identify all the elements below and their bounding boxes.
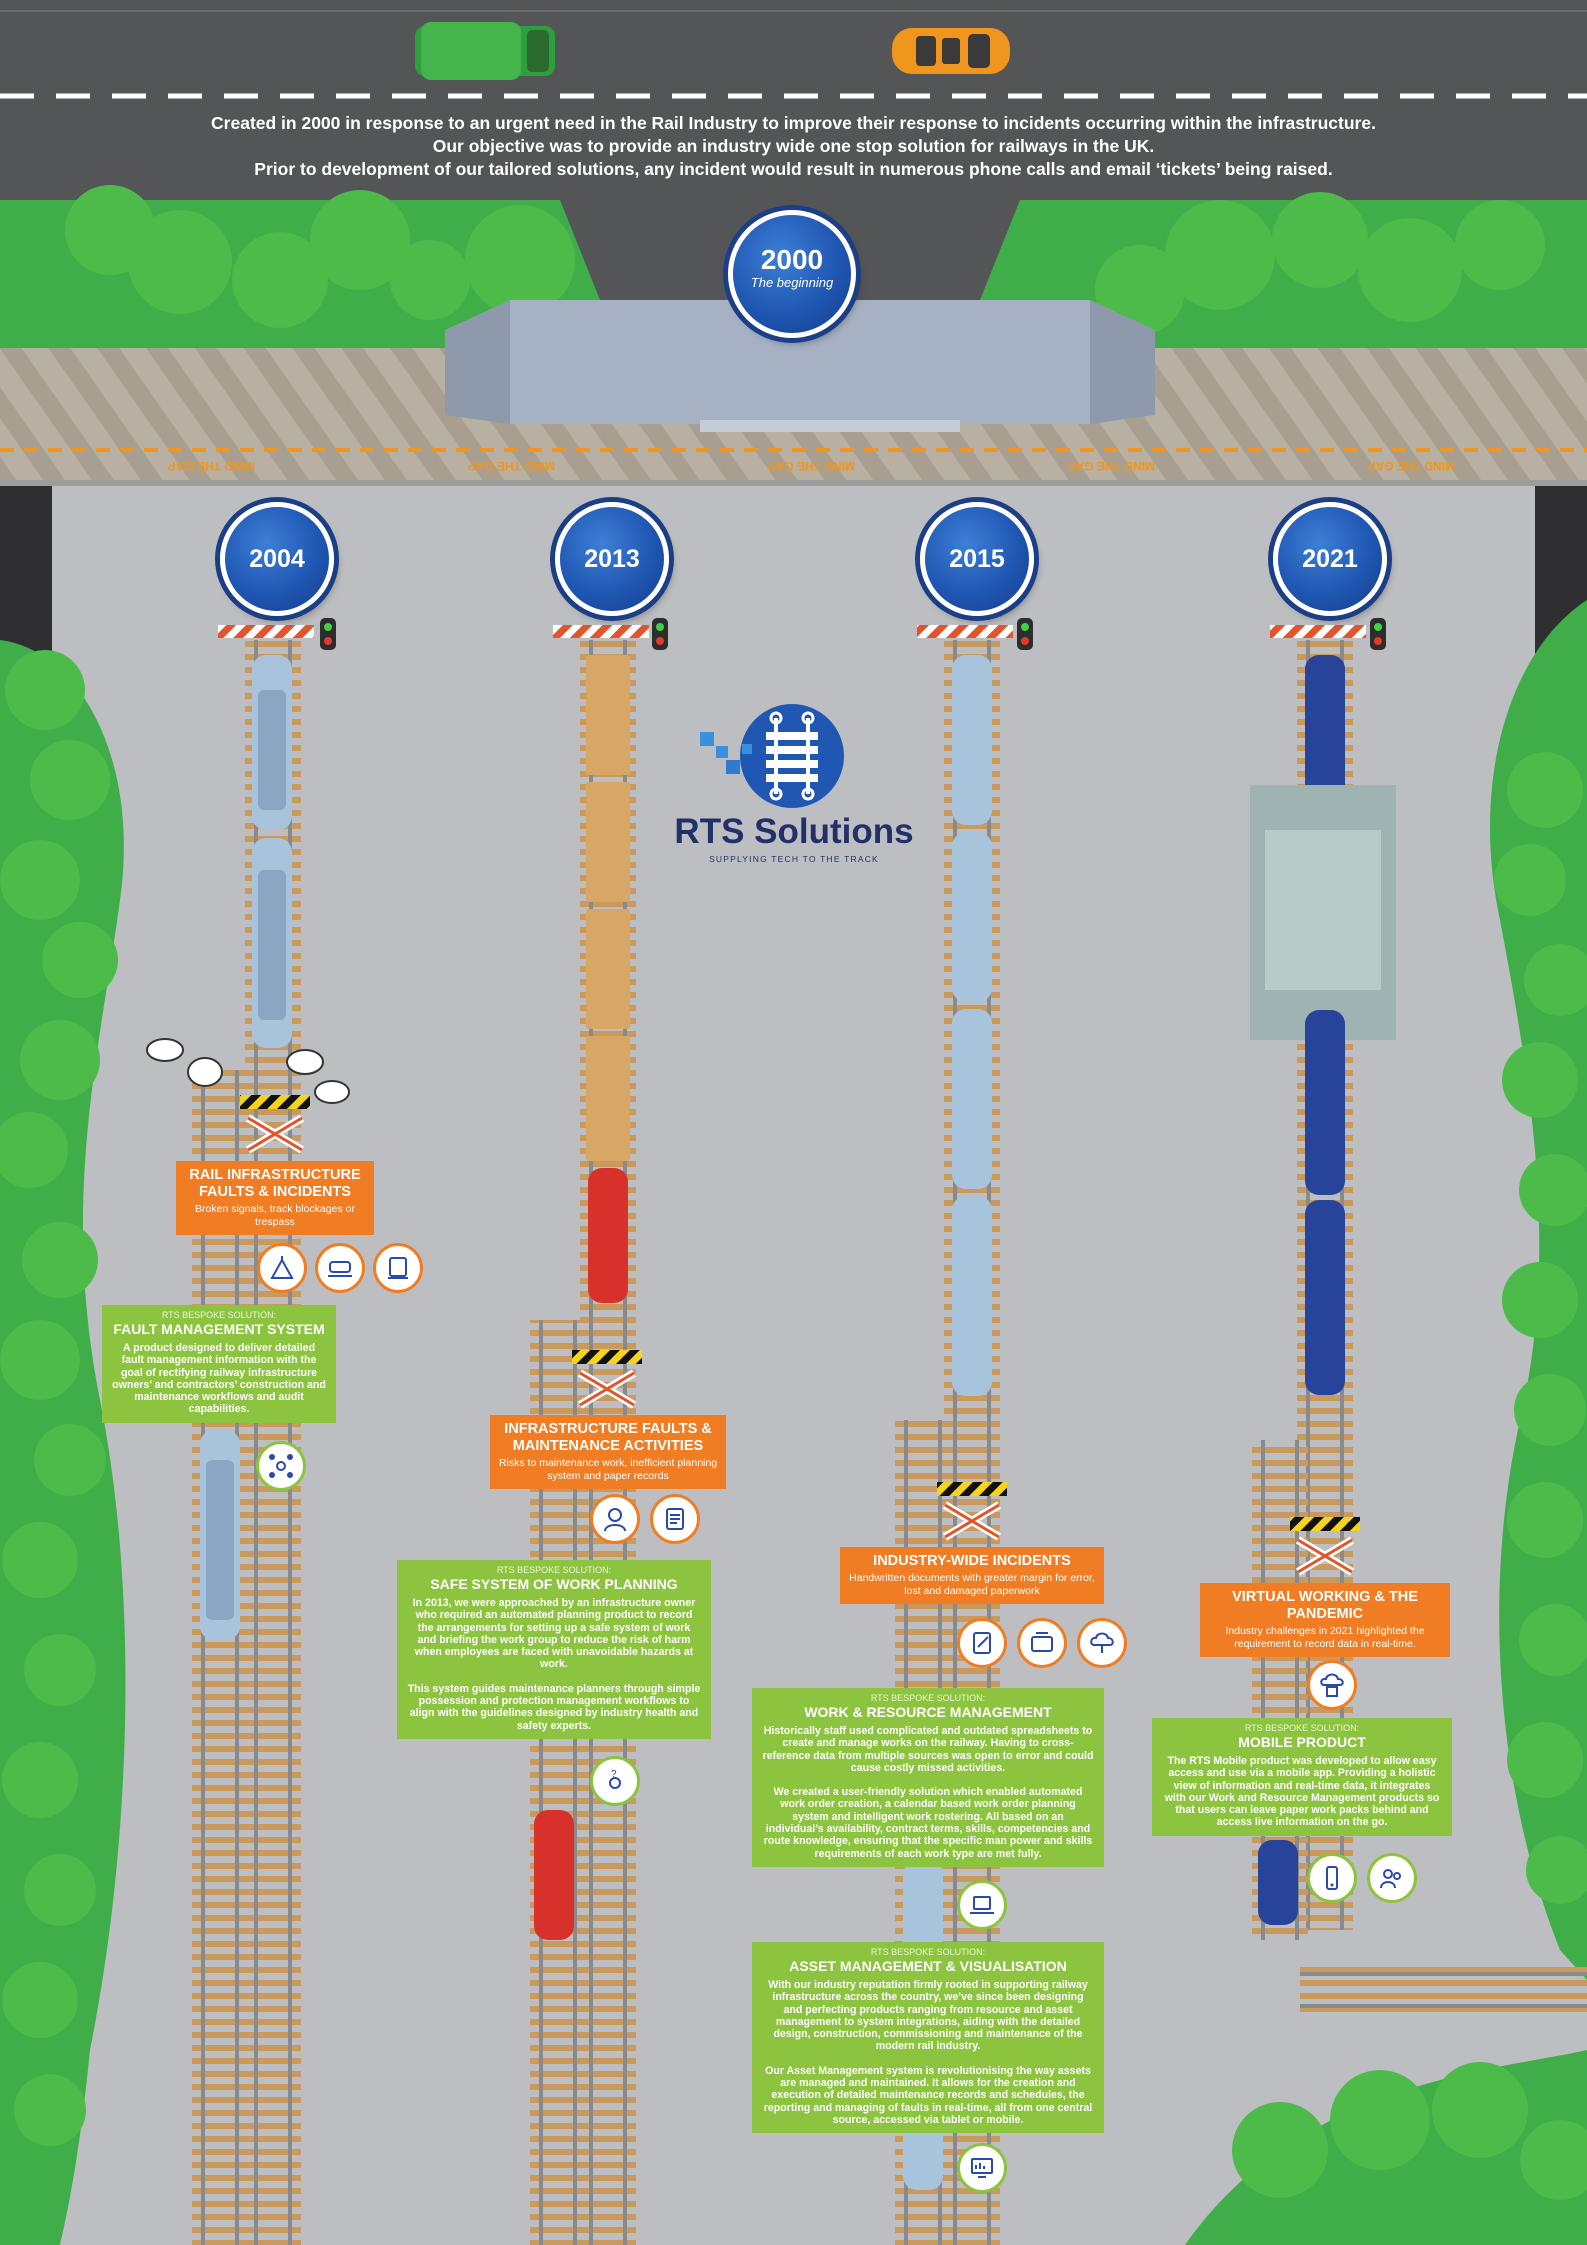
problem-title: INFRASTRUCTURE FAULTS & MAINTENANCE ACTI… (504, 1421, 712, 1454)
solution-paragraph: In 2013, we were approached by an infras… (412, 1597, 696, 1671)
logo-name: RTS Solutions (674, 812, 914, 851)
solution-paragraph: With our industry reputation firmly root… (768, 1979, 1088, 2053)
problem-title: VIRTUAL WORKING & THE PANDEMIC (1232, 1589, 1418, 1622)
milestone-year: 2013 (584, 545, 640, 573)
sheep-on-track (146, 1038, 350, 1104)
milestone-year: 2021 (1302, 545, 1358, 573)
traffic-signals (320, 618, 1386, 650)
cloud-paper-icon (1307, 1660, 1357, 1710)
damaged-paperwork-icon (1077, 1618, 1127, 1668)
problem-box-2021: VIRTUAL WORKING & THE PANDEMIC Industry … (1200, 1583, 1450, 1657)
solution-paragraph: This system guides maintenance planners … (407, 1682, 701, 1732)
network-nodes-icon (256, 1441, 306, 1491)
solution-kicker: RTS BESPOKE SOLUTION: (161, 1310, 277, 1320)
solution-box-2013: RTS BESPOKE SOLUTION: SAFE SYSTEM OF WOR… (397, 1560, 711, 1739)
milestone-2021-badge: 2021 (1273, 502, 1387, 616)
trespass-icon (373, 1243, 423, 1293)
problem-description: Industry challenges in 2021 highlighted … (1225, 1625, 1425, 1650)
green-van (415, 22, 555, 80)
laptop-icon (957, 1880, 1007, 1930)
solution-kicker: RTS BESPOKE SOLUTION: (496, 1565, 612, 1575)
worker-icon (590, 1494, 640, 1544)
intro-line: Prior to development of our tailored sol… (254, 159, 1333, 179)
intro-line: Created in 2000 in response to an urgent… (211, 113, 1376, 133)
solution-box-2021: RTS BESPOKE SOLUTION: MOBILE PRODUCT The… (1152, 1718, 1452, 1836)
handwritten-document-icon (957, 1618, 1007, 1668)
mind-gap-text: MIND THE GAP (768, 459, 855, 473)
logo-tagline: SUPPLYING TECH TO THE TRACK (709, 854, 879, 864)
orange-car (892, 28, 1010, 74)
problem-description: Risks to maintenance work, inefficient p… (498, 1457, 718, 1482)
solution-title: MOBILE PRODUCT (1238, 1734, 1366, 1750)
level-crossing-barriers (218, 625, 1366, 638)
railway-signal-icon (257, 1243, 307, 1293)
solution-paragraph: A product designed to deliver detailed f… (112, 1342, 326, 1416)
team-users-icon (1367, 1853, 1417, 1903)
intro-line: Our objective was to provide an industry… (432, 136, 1155, 156)
mind-gap-text: MIND THE GAP (1368, 459, 1455, 473)
train-2021 (1250, 655, 1396, 1925)
solution-paragraph: We created a user-friendly solution whic… (763, 1786, 1093, 1860)
paper-records-icon (650, 1494, 700, 1544)
milestone-2000-badge: 2000 The beginning (728, 210, 856, 338)
solution-box-2004: RTS BESPOKE SOLUTION: FAULT MANAGEMENT S… (102, 1305, 336, 1423)
track-blockage-icon (315, 1243, 365, 1293)
solution-kicker: RTS BESPOKE SOLUTION: (870, 1693, 986, 1703)
milestone-subtitle: The beginning (750, 275, 834, 290)
solution-title: ASSET MANAGEMENT & VISUALISATION (789, 1958, 1067, 1974)
mind-gap-text: MIND THE GAP (168, 459, 255, 473)
solution-kicker: RTS BESPOKE SOLUTION: (1244, 1723, 1360, 1733)
solution-title: FAULT MANAGEMENT SYSTEM (113, 1321, 325, 1337)
train-2004 (200, 655, 292, 1640)
solution-paragraph: Historically staff used complicated and … (762, 1725, 1094, 1774)
road (0, 0, 1587, 200)
milestone-year: 2004 (249, 545, 305, 573)
milestone-2013-badge: 2013 (555, 502, 669, 616)
dashboard-icon (957, 2143, 1007, 2193)
solution-box-2015-asset-management: RTS BESPOKE SOLUTION: ASSET MANAGEMENT &… (752, 1942, 1104, 2134)
rail-track-logo-icon (700, 704, 844, 808)
question-person-icon: ? (590, 1756, 640, 1806)
problem-description: Handwritten documents with greater margi… (849, 1572, 1095, 1597)
mind-gap-text: MIND THE GAP (468, 459, 555, 473)
rts-logo: RTS Solutions SUPPLYING TECH TO THE TRAC… (664, 702, 924, 872)
mobile-phone-icon (1307, 1853, 1357, 1903)
lost-paperwork-icon (1017, 1618, 1067, 1668)
problem-title: INDUSTRY-WIDE INCIDENTS (873, 1553, 1071, 1569)
crossing-hazard-signs (240, 1095, 1360, 1576)
mind-gap-text: MIND THE GAP (1068, 459, 1155, 473)
problem-title: RAIL INFRASTRUCTURE FAULTS & INCIDENTS (189, 1167, 361, 1200)
freight-train-2013 (534, 655, 630, 1940)
solution-paragraph: The RTS Mobile product was developed to … (1164, 1755, 1440, 1829)
milestone-2015-badge: 2015 (920, 502, 1034, 616)
problem-box-2015: INDUSTRY-WIDE INCIDENTS Handwritten docu… (840, 1547, 1104, 1604)
solution-paragraph: Our Asset Management system is revolutio… (763, 2064, 1093, 2126)
milestone-2004-badge: 2004 (220, 502, 334, 616)
svg-text:?: ? (611, 1769, 617, 1780)
milestone-year: 2015 (949, 545, 1005, 573)
problem-box-2004: RAIL INFRASTRUCTURE FAULTS & INCIDENTS B… (176, 1161, 374, 1235)
solution-title: WORK & RESOURCE MANAGEMENT (804, 1704, 1052, 1720)
problem-box-2013: INFRASTRUCTURE FAULTS & MAINTENANCE ACTI… (490, 1415, 726, 1489)
problem-description: Broken signals, track blockages or tresp… (195, 1203, 355, 1228)
solution-box-2015-work-resource: RTS BESPOKE SOLUTION: WORK & RESOURCE MA… (752, 1688, 1104, 1867)
solution-title: SAFE SYSTEM OF WORK PLANNING (430, 1576, 678, 1592)
solution-kicker: RTS BESPOKE SOLUTION: (870, 1947, 986, 1957)
milestone-year: 2000 (760, 244, 824, 275)
intro-text: Created in 2000 in response to an urgent… (0, 112, 1587, 181)
